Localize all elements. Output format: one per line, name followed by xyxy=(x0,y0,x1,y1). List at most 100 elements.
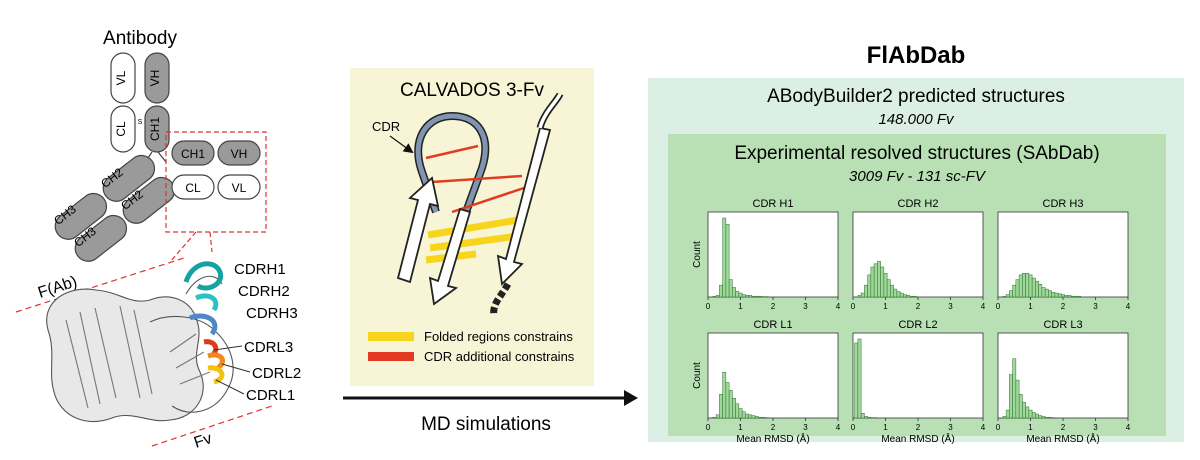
histogram-bar xyxy=(1009,290,1013,298)
md-simulations-label: MD simulations xyxy=(421,414,551,435)
zoom-connector xyxy=(209,231,213,253)
cl-domain xyxy=(110,105,136,153)
upper-fab-arm: VL VH CL CH1 S xyxy=(110,52,170,153)
x-tick-label: 0 xyxy=(996,423,1001,432)
cdrh1-loop xyxy=(183,261,224,291)
histogram-title: CDR L2 xyxy=(898,319,937,331)
histogram-bar xyxy=(751,295,756,298)
antibody-title: Antibody xyxy=(103,28,177,49)
histogram-bar xyxy=(1015,279,1020,298)
x-tick-label: 0 xyxy=(851,423,856,432)
legend-swatch-cdr xyxy=(368,352,414,361)
histogram-bar xyxy=(857,338,862,419)
cdrh3-loop xyxy=(189,313,218,336)
histogram-bar xyxy=(857,295,862,298)
histogram-bar xyxy=(1051,292,1056,298)
x-tick-label: 0 xyxy=(996,302,1001,311)
x-axis-label: Mean RMSD (Å) xyxy=(881,432,954,445)
x-tick-label: 4 xyxy=(981,423,986,432)
histogram-bar xyxy=(1022,401,1026,419)
x-tick-label: 1 xyxy=(738,423,743,432)
cdr-constraints xyxy=(425,144,531,214)
histogram-bar xyxy=(1061,294,1065,298)
cdrl1-loop xyxy=(207,365,225,385)
cdr-leader-line xyxy=(215,379,245,395)
x-tick-label: 3 xyxy=(1093,302,1098,311)
y-axis-label: Count xyxy=(692,241,703,268)
calvados-panel: CALVADOS 3-Fv CDR Folded regions constra… xyxy=(350,68,594,386)
legend-swatch-folded xyxy=(368,332,414,341)
ch1-label: CH1 xyxy=(181,147,205,161)
x-tick-label: 4 xyxy=(981,302,986,311)
ch2-domain xyxy=(122,176,176,224)
x-tick-label: 2 xyxy=(1061,423,1066,432)
x-tick-label: 4 xyxy=(836,423,841,432)
histogram-bar xyxy=(748,295,753,298)
cdr-label-cdrh1: CDRH1 xyxy=(234,261,286,278)
x-axis-label: Mean RMSD (Å) xyxy=(736,432,809,445)
histogram-bar xyxy=(715,295,720,298)
x-tick-label: 3 xyxy=(948,423,953,432)
y-axis-label: Count xyxy=(692,362,703,389)
histogram-bar xyxy=(1025,406,1030,419)
antibody-panel: Antibody VL VH CL CH1 S CH2 CH2 CH3 CH3 xyxy=(15,28,301,452)
histogram-bar xyxy=(1028,274,1033,298)
histogram-bar xyxy=(1025,273,1030,298)
histogram-bar xyxy=(719,284,723,298)
x-tick-label: 3 xyxy=(803,302,808,311)
ch2-domain xyxy=(102,154,156,202)
histogram-bar xyxy=(880,266,885,298)
cdrh2-loop xyxy=(195,293,219,312)
histogram-bar xyxy=(854,342,859,419)
ch3-domain xyxy=(74,214,128,262)
disulfide-label: S xyxy=(138,119,143,126)
histogram-bar xyxy=(715,414,720,419)
histogram-bar xyxy=(1031,412,1036,419)
histogram-bar xyxy=(738,292,743,298)
fv-label: Fv xyxy=(192,430,214,452)
histogram-bar xyxy=(1035,280,1039,298)
histogram-bar xyxy=(867,274,872,298)
histogram-bar xyxy=(1005,294,1010,298)
calvados-legend: Folded regions constrains CDR additional… xyxy=(368,329,575,364)
fab-structure-cartoon xyxy=(46,275,234,422)
histogram-bar xyxy=(758,416,762,419)
cdr-label-cdrl1: CDRL1 xyxy=(246,387,295,404)
histogram-bar xyxy=(890,284,894,298)
fv-cut-line xyxy=(151,405,273,447)
histogram-bar xyxy=(1018,394,1023,419)
vl-domain xyxy=(217,174,261,200)
x-tick-label: 1 xyxy=(1028,302,1033,311)
histogram-bar xyxy=(896,291,901,298)
histogram-bar xyxy=(1044,416,1049,419)
histogram-bar xyxy=(864,284,868,298)
histogram-bar xyxy=(1044,288,1049,298)
ch3-domain xyxy=(54,192,108,240)
cdr-leader-line xyxy=(221,363,251,373)
x-tick-label: 0 xyxy=(706,423,711,432)
histogram-bar xyxy=(886,279,891,298)
histogram-bar xyxy=(712,416,717,419)
histogram-bar xyxy=(909,295,914,298)
x-tick-label: 2 xyxy=(771,302,776,311)
histogram-bar xyxy=(754,416,759,419)
legend-label-cdr: CDR additional constrains xyxy=(424,349,575,364)
histogram-bar xyxy=(735,291,740,298)
histogram-bar xyxy=(1070,295,1075,298)
histogram-bar xyxy=(1022,273,1026,298)
x-tick-label: 3 xyxy=(1093,423,1098,432)
x-tick-label: 3 xyxy=(948,302,953,311)
histogram-bar xyxy=(906,295,911,298)
histogram-bar xyxy=(877,261,881,298)
histogram-bar xyxy=(1038,284,1043,298)
histogram-bar xyxy=(870,266,875,298)
md-arrow-head xyxy=(624,390,638,406)
vh-label: VH xyxy=(148,70,162,87)
histogram-title: CDR L3 xyxy=(1043,319,1082,331)
x-tick-label: 2 xyxy=(916,423,921,432)
histogram-bar xyxy=(1057,293,1062,298)
histogram-bar xyxy=(728,279,733,298)
histogram-bar xyxy=(860,413,865,419)
